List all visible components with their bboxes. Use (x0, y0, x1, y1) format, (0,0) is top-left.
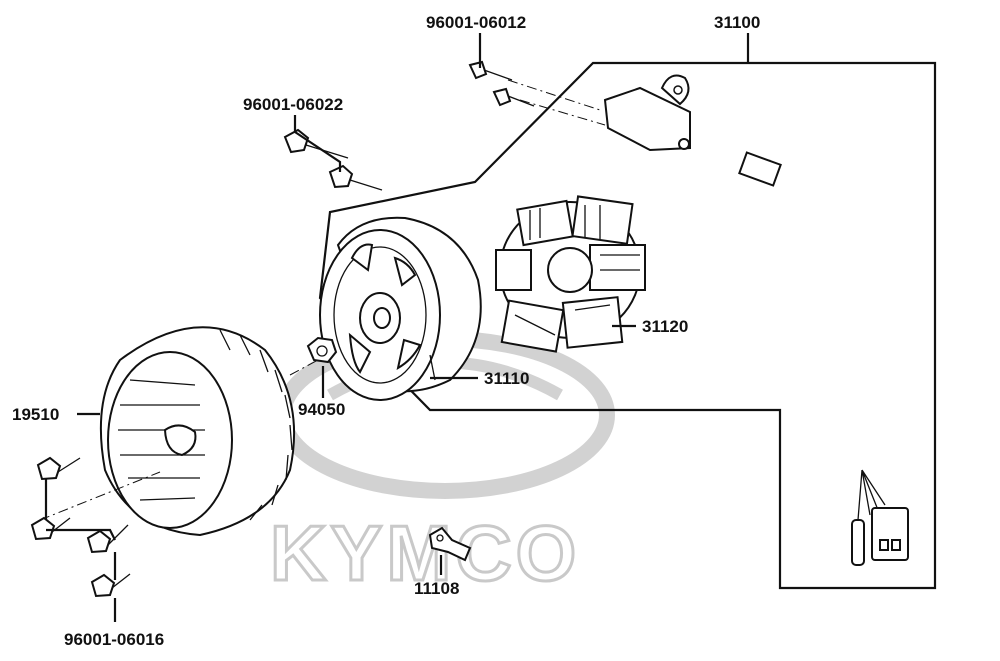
label-nut: 94050 (298, 400, 345, 419)
bolt-pair-top (468, 60, 535, 107)
label-clamp: 11108 (414, 579, 459, 598)
stator-coil (495, 195, 646, 353)
wire-harness (638, 144, 909, 566)
leader-lines (44, 33, 750, 622)
flywheel (319, 216, 482, 401)
axis-centerline (39, 359, 319, 521)
fan-bolts (30, 456, 131, 598)
label-stator: 31120 (642, 317, 688, 336)
label-flywheel: 31110 (484, 369, 529, 388)
label-assembly: 31100 (714, 13, 760, 32)
watermark-text: KYMCO (270, 509, 580, 597)
label-bolt-left: 96001-06022 (243, 95, 343, 114)
label-fan: 19510 (12, 405, 59, 424)
bolt-guide-line (507, 79, 606, 126)
label-bolt-bottom: 96001-06016 (64, 630, 164, 649)
bolt-pair-left (283, 128, 383, 191)
wire-clamp (428, 526, 472, 562)
pickup-coil-bracket (603, 74, 691, 152)
cooling-fan (99, 326, 296, 537)
flywheel-nut (306, 336, 338, 364)
label-bolt-top: 96001-06012 (426, 13, 526, 32)
assembly-boundary-line (318, 61, 937, 590)
